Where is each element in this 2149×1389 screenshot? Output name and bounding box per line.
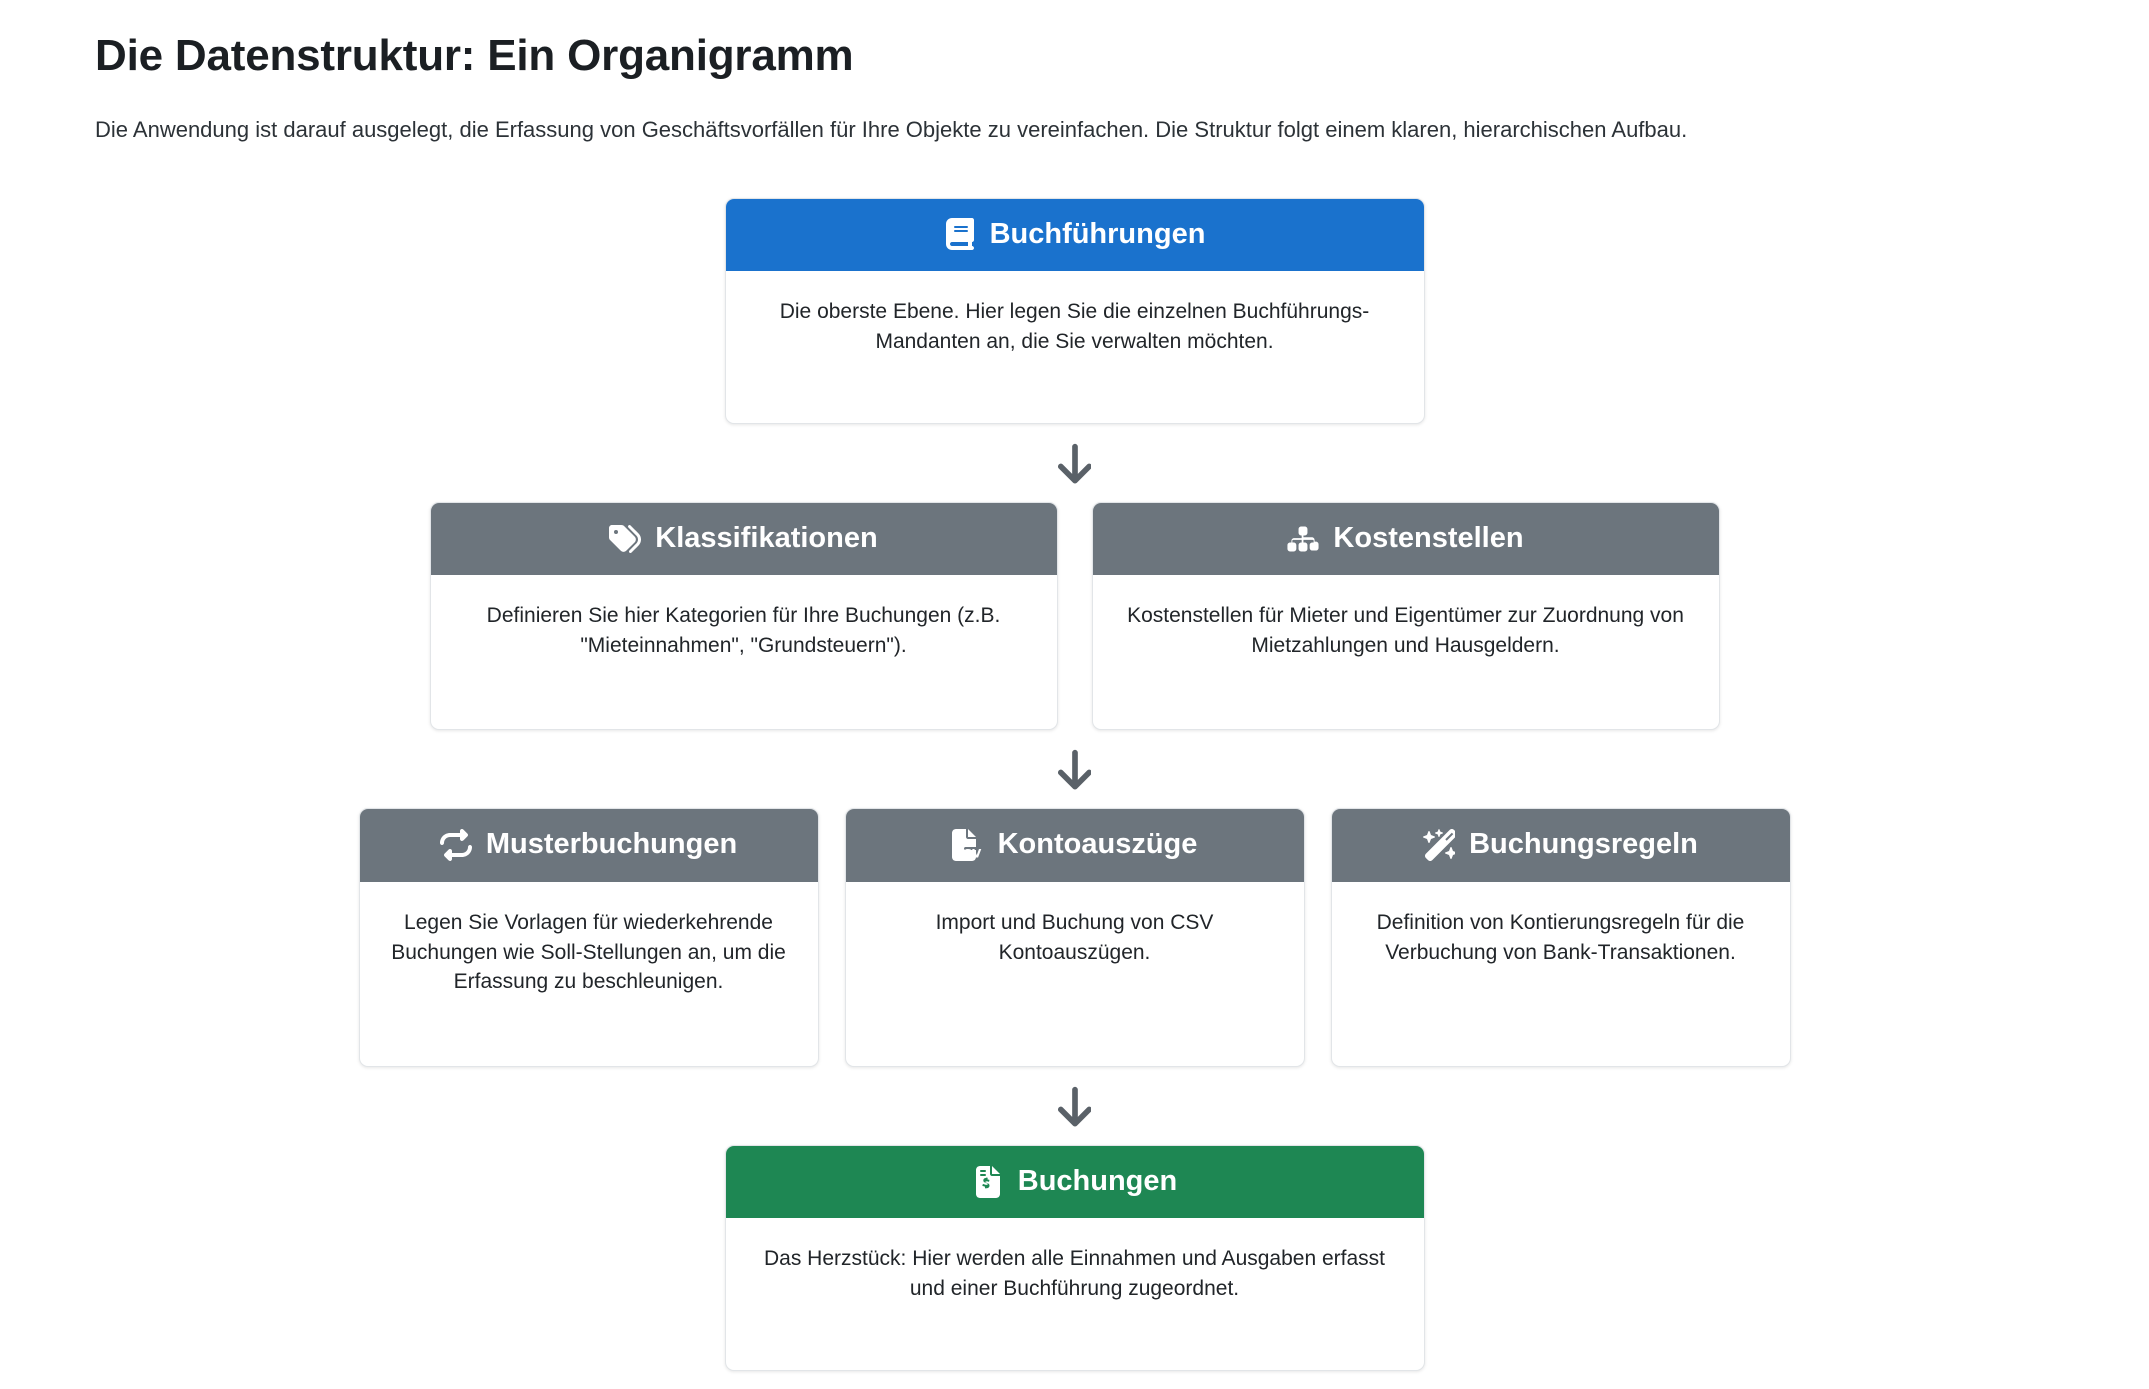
card-title-musterbuchungen: Musterbuchungen	[485, 828, 738, 861]
card-body-buchungsregeln: Definition von Kontierungsregeln für die…	[1376, 910, 1745, 964]
card-title-buchungsregeln: Buchungsregeln	[1469, 828, 1698, 861]
connector-arrow-2-3	[95, 730, 2054, 808]
svg-text:CSV: CSV	[954, 846, 981, 860]
card-title-kontoauszuege: Kontoauszüge	[997, 828, 1198, 861]
card-buchungsregeln[interactable]: Buchungsregeln Definition von Kontierung…	[1330, 808, 1791, 1067]
card-header-kontoauszuege: CSV Kontoauszüge	[845, 809, 1304, 882]
level-4-row: Buchungen Das Herzstück: Hier werden all…	[95, 1144, 2054, 1372]
arrow-down-icon	[1057, 1084, 1092, 1128]
page-subtitle: Die Anwendung ist darauf ausgelegt, die …	[95, 117, 1688, 142]
file-csv-icon: CSV	[951, 829, 984, 862]
card-kontoauszuege[interactable]: CSV Kontoauszüge Import und Buchung von …	[844, 808, 1305, 1067]
card-body-buchungen: Das Herzstück: Hier werden alle Einnahme…	[764, 1247, 1385, 1300]
sitemap-icon	[1287, 523, 1319, 555]
card-header-buchungsregeln: Buchungsregeln	[1331, 809, 1790, 882]
arrow-down-icon	[1057, 747, 1092, 791]
card-title-kostenstellen: Kostenstellen	[1333, 522, 1524, 555]
card-header-musterbuchungen: Musterbuchungen	[359, 809, 818, 882]
connector-arrow-3-4	[95, 1067, 2054, 1145]
card-kostenstellen[interactable]: Kostenstellen Kostenstellen für Mieter u…	[1091, 502, 1720, 731]
connector-arrow-1-2	[95, 424, 2054, 502]
card-title-klassifikationen: Klassifikationen	[655, 522, 878, 555]
file-invoice-dollar-icon	[972, 1165, 1004, 1198]
card-title-buchfuehrungen: Buchführungen	[989, 217, 1206, 250]
book-icon	[944, 218, 976, 251]
arrow-down-icon	[1057, 441, 1092, 485]
card-body-kontoauszuege: Import und Buchung von CSV Kontoauszügen…	[935, 910, 1214, 964]
card-body-klassifikationen: Definieren Sie hier Kategorien für Ihre …	[486, 604, 1001, 658]
level-3-row: Musterbuchungen Legen Sie Vorlagen für w…	[95, 808, 2054, 1067]
tags-icon	[609, 523, 642, 555]
card-header-buchungen: Buchungen	[725, 1145, 1424, 1219]
magic-wand-icon	[1423, 829, 1456, 862]
card-body-buchfuehrungen: Die oberste Ebene. Hier legen Sie die ei…	[779, 300, 1370, 353]
level-1-row: Buchführungen Die oberste Ebene. Hier le…	[95, 197, 2054, 425]
card-buchungen[interactable]: Buchungen Das Herzstück: Hier werden all…	[724, 1144, 1425, 1372]
sync-icon	[439, 829, 472, 862]
card-klassifikationen[interactable]: Klassifikationen Definieren Sie hier Kat…	[429, 502, 1058, 731]
level-2-row: Klassifikationen Definieren Sie hier Kat…	[95, 502, 2054, 731]
page-title: Die Datenstruktur: Ein Organigramm	[95, 31, 854, 80]
card-header-buchfuehrungen: Buchführungen	[725, 198, 1424, 272]
card-buchfuehrungen[interactable]: Buchführungen Die oberste Ebene. Hier le…	[724, 197, 1425, 425]
card-musterbuchungen[interactable]: Musterbuchungen Legen Sie Vorlagen für w…	[358, 808, 819, 1067]
card-body-musterbuchungen: Legen Sie Vorlagen für wiederkehrende Bu…	[391, 910, 786, 994]
card-body-kostenstellen: Kostenstellen für Mieter und Eigentümer …	[1127, 604, 1684, 658]
card-title-buchungen: Buchungen	[1017, 1164, 1178, 1197]
card-header-klassifikationen: Klassifikationen	[430, 503, 1057, 576]
card-header-kostenstellen: Kostenstellen	[1092, 503, 1719, 576]
